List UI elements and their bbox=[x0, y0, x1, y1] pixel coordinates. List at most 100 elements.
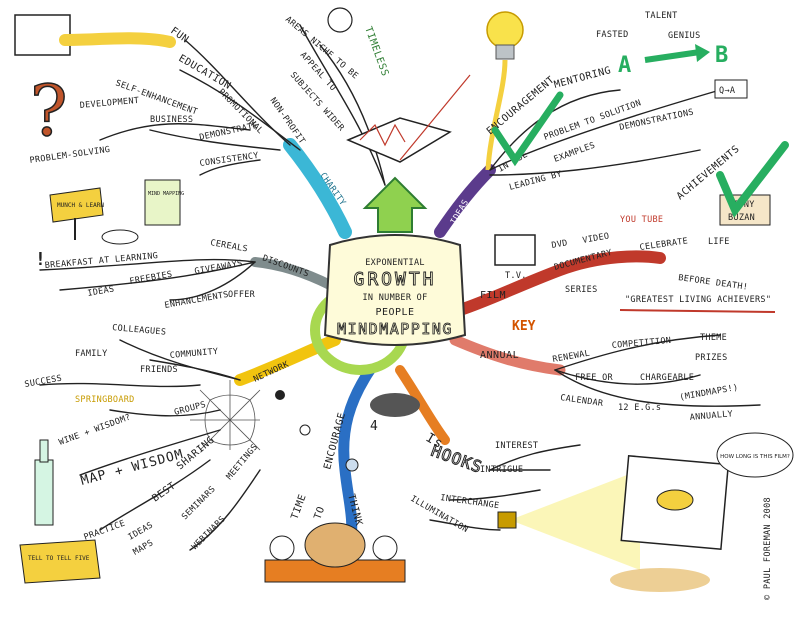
clock-right-icon bbox=[372, 535, 398, 561]
label-talent: TALENT bbox=[645, 11, 678, 21]
label-interest: INTEREST bbox=[495, 441, 538, 451]
label-consistency: CONSISTENCY bbox=[199, 151, 259, 169]
hooks-group: 4 Is HOOKS INTEREST INTRIGUE INTERCHANGE… bbox=[370, 393, 794, 600]
label-speech: HOW LONG IS THIS FILM? bbox=[720, 454, 790, 460]
label-demonstrate: DEMONSTRATE bbox=[199, 121, 259, 143]
ideas-branch bbox=[434, 164, 496, 238]
label-tv: T.V. bbox=[505, 271, 527, 281]
smiley-icon bbox=[327, 7, 353, 33]
label-before-death: BEFORE DEATH! bbox=[678, 273, 749, 293]
label-theme: THEME bbox=[700, 333, 727, 343]
label-examples: EXAMPLES bbox=[553, 141, 597, 165]
ideas-group: IDEAS ENCOURAGEMENT MENTORING FASTED TAL… bbox=[449, 11, 748, 227]
label-greatest: "GREATEST LIVING ACHIEVERS" bbox=[625, 295, 771, 305]
label-best: BEST bbox=[150, 480, 178, 504]
label-colleagues: COLLEAGUES bbox=[112, 323, 167, 338]
label-prizes: PRIZES bbox=[695, 353, 728, 363]
label-signature: © PAUL FOREMAN 2008 bbox=[763, 497, 773, 600]
discounts-branch bbox=[250, 257, 335, 290]
speech-bubble bbox=[716, 432, 794, 478]
wine-bottle-icon bbox=[34, 459, 54, 526]
label-4: 4 bbox=[370, 419, 379, 434]
label-renewal: RENEWAL bbox=[552, 349, 591, 365]
clock-left-icon bbox=[269, 535, 295, 561]
label-qa: Q→A bbox=[719, 86, 735, 96]
label-competition: COMPETITION bbox=[611, 336, 671, 351]
label-to: TO bbox=[312, 505, 327, 521]
label-film: FILM bbox=[480, 290, 506, 301]
label-wine-wisdom: WINE + WISDOM? bbox=[58, 412, 133, 447]
label-seminars: SEMINARS bbox=[180, 484, 218, 522]
label-mindmaps: (MINDMAPS!) bbox=[679, 383, 739, 403]
label-cereals: CEREALS bbox=[209, 238, 248, 254]
book-icon bbox=[346, 117, 452, 163]
pencil-icon bbox=[59, 32, 176, 48]
label-giveaways: GIVEAWAYS bbox=[194, 259, 244, 277]
label-ideas-disc: IDEAS bbox=[87, 284, 115, 299]
central-image: EXPONENTIAL GROWTH IN NUMBER OF PEOPLE M… bbox=[310, 176, 467, 375]
label-12-egs: 12 E.G.s bbox=[618, 403, 661, 413]
label-business: BUSINESS bbox=[150, 115, 193, 125]
center-line5: MINDMAPPING bbox=[337, 320, 453, 338]
label-hooks: HOOKS bbox=[429, 441, 485, 477]
lightbulb-icon bbox=[486, 11, 524, 49]
label-breakfast: BREAKFAST AT LEARNING bbox=[44, 251, 158, 271]
label-time: TIME bbox=[289, 493, 308, 521]
checkmark-icon bbox=[491, 91, 564, 167]
label-interchange: INTERCHANGE bbox=[440, 493, 500, 511]
top-middle-group: AREAS NICHE TO BE APPEAL TO SUBJECTS WID… bbox=[283, 7, 471, 186]
network-group: NETWORK COLLEAGUES FAMILY FRIENDS COMMUN… bbox=[19, 323, 291, 584]
label-tell: TELL TO TELL FIVE bbox=[28, 555, 90, 562]
label-maps: MAPS bbox=[132, 538, 156, 557]
label-series: SERIES bbox=[565, 285, 598, 295]
label-youtube: YOU TUBE bbox=[620, 215, 663, 225]
brain-icon bbox=[304, 522, 366, 568]
label-munch: MUNCH & LEARN bbox=[57, 202, 104, 209]
time-branch bbox=[338, 364, 376, 551]
center-line2: GROWTH bbox=[353, 269, 436, 290]
label-enhancements: ENHANCEMENTS bbox=[164, 290, 230, 311]
projector-icon bbox=[497, 511, 517, 529]
label-calendar: CALENDAR bbox=[560, 393, 605, 409]
cereal-box-icon bbox=[144, 179, 181, 226]
label-webinars: WEBINARS bbox=[190, 514, 228, 552]
label-non-profit: NON-PROFIT bbox=[268, 96, 307, 146]
munch-learn-sign bbox=[49, 187, 104, 223]
label-chargeable: CHARGEABLE bbox=[640, 373, 694, 383]
charity-branch bbox=[283, 138, 352, 239]
label-video: VIDEO bbox=[582, 231, 610, 246]
label-free-or: FREE OR bbox=[575, 373, 614, 383]
top-left-group: ? FUN EDUCATION SELF-ENHANCEMENT PROMOTI… bbox=[14, 14, 347, 208]
discounts-group: DISCOUNTS BREAKFAST AT LEARNING CEREALS … bbox=[35, 179, 310, 311]
label-key: KEY bbox=[512, 319, 536, 334]
hooks-branch bbox=[395, 365, 450, 445]
center-line4: PEOPLE bbox=[375, 307, 414, 318]
label-success: SUCCESS bbox=[24, 374, 63, 390]
annual-branch bbox=[449, 334, 566, 376]
label-life: LIFE bbox=[708, 237, 730, 247]
projector-beam bbox=[510, 470, 640, 570]
label-development: DEVELOPMENT bbox=[79, 96, 139, 111]
label-intrigue: INTRIGUE bbox=[480, 465, 523, 475]
time-group: TIME TO ENCOURAGE THINK bbox=[264, 411, 406, 583]
qa-box bbox=[714, 79, 748, 99]
label-springboard: SPRINGBOARD bbox=[75, 395, 135, 405]
bowl-icon bbox=[101, 229, 139, 245]
center-line1: EXPONENTIAL bbox=[365, 258, 425, 268]
big-checkmark-icon bbox=[716, 141, 789, 218]
label-b: B bbox=[715, 43, 728, 68]
label-practice: PRACTICE bbox=[83, 519, 127, 543]
label-celebrate: CELEBRATE bbox=[639, 236, 689, 253]
label-mentoring: MENTORING bbox=[553, 65, 613, 91]
label-freebies: FREEBIES bbox=[129, 270, 173, 287]
annual-group: ANNUAL RENEWAL COMPETITION THEME PRIZES … bbox=[480, 333, 761, 423]
tell-sign bbox=[19, 539, 101, 584]
label-friends: FRIENDS bbox=[140, 365, 178, 375]
spider-icon bbox=[275, 390, 285, 400]
label-leading-by: LEADING BY bbox=[508, 169, 563, 193]
label-genius: GENIUS bbox=[668, 31, 701, 41]
network-branch bbox=[234, 334, 341, 386]
label-dvd: DVD bbox=[551, 238, 569, 251]
label-community: COMMUNITY bbox=[169, 347, 218, 361]
